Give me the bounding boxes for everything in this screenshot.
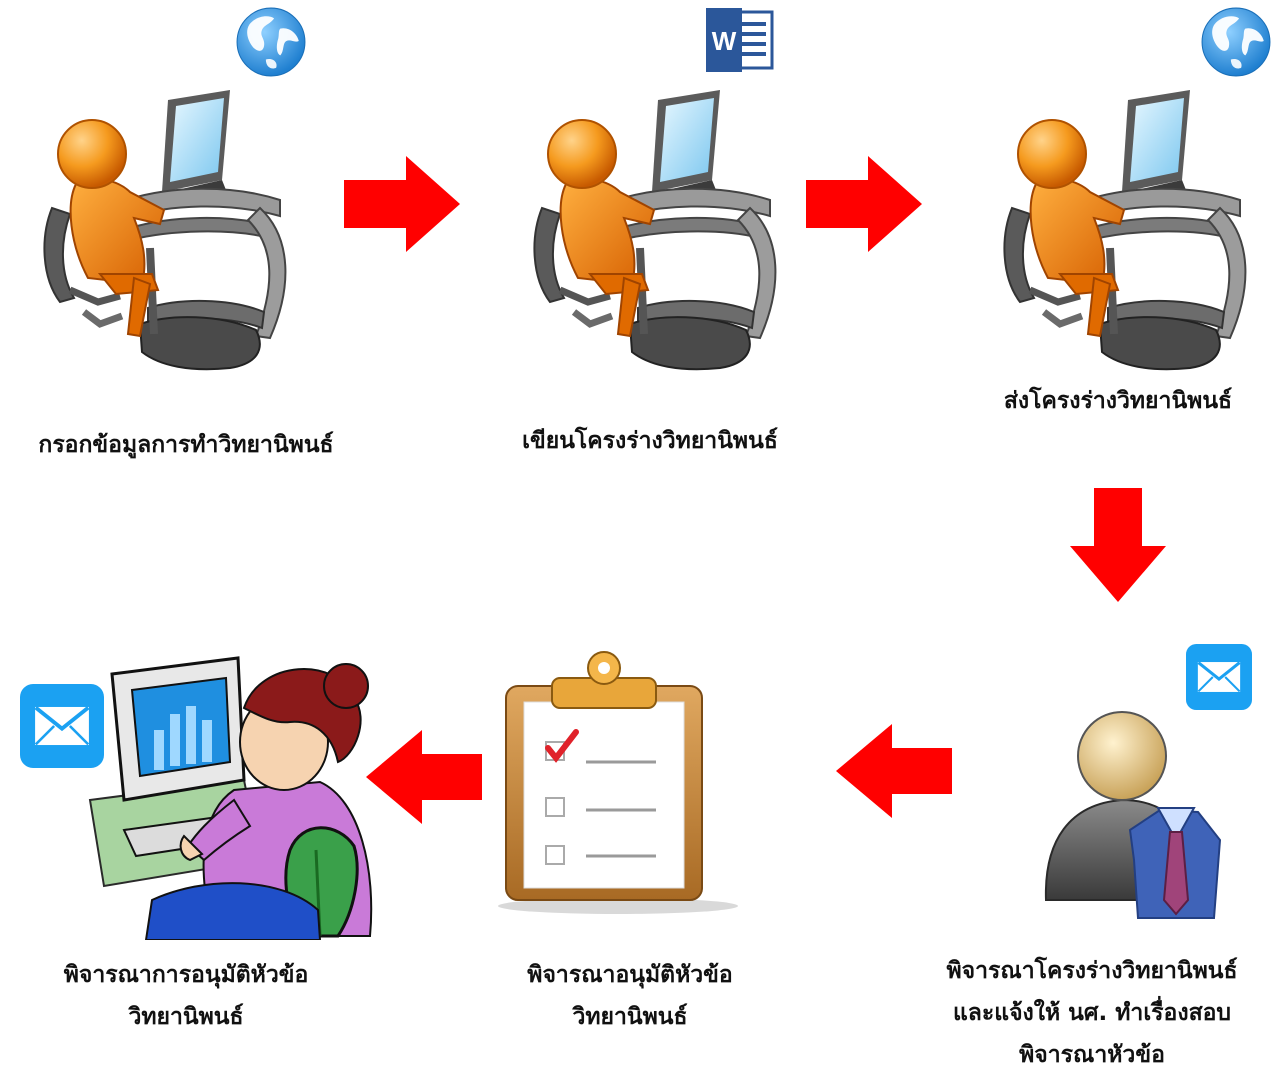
step-3-person-computer-illustration <box>990 88 1260 388</box>
arrow-right-1 <box>344 156 462 252</box>
word-icon-letter: W <box>712 26 737 56</box>
step-5-clipboard-checklist-icon <box>490 650 750 920</box>
step-5-label: พิจารณาอนุมัติหัวข้อ วิทยานิพนธ์ <box>527 962 733 1030</box>
step-3-globe-icon <box>1200 6 1272 78</box>
step-6-label: พิจารณาการอนุมัติหัวข้อ วิทยานิพนธ์ <box>63 962 309 1030</box>
step-4-advisor-person-illustration <box>1030 700 1230 920</box>
step-2-person-computer-illustration <box>520 88 790 388</box>
step-3-label: ส่งโครงร่างวิทยานิพนธ์ <box>1003 388 1233 414</box>
step-1-globe-icon <box>235 6 307 78</box>
step-6-woman-computer-illustration <box>84 650 374 940</box>
arrow-left-2 <box>366 730 482 824</box>
step-1-label: กรอกข้อมูลการทำวิทยานิพนธ์ <box>38 432 334 458</box>
arrow-down <box>1070 488 1166 602</box>
step-2-word-document-icon: W <box>706 8 776 72</box>
arrow-right-2 <box>806 156 924 252</box>
step-4-label: พิจารณาโครงร่างวิทยานิพนธ์ และแจ้งให้ นศ… <box>946 958 1238 1068</box>
step-1-person-computer-illustration <box>30 88 300 388</box>
arrow-left-1 <box>836 724 952 818</box>
step-2-label: เขียนโครงร่างวิทยานิพนธ์ <box>522 428 778 454</box>
